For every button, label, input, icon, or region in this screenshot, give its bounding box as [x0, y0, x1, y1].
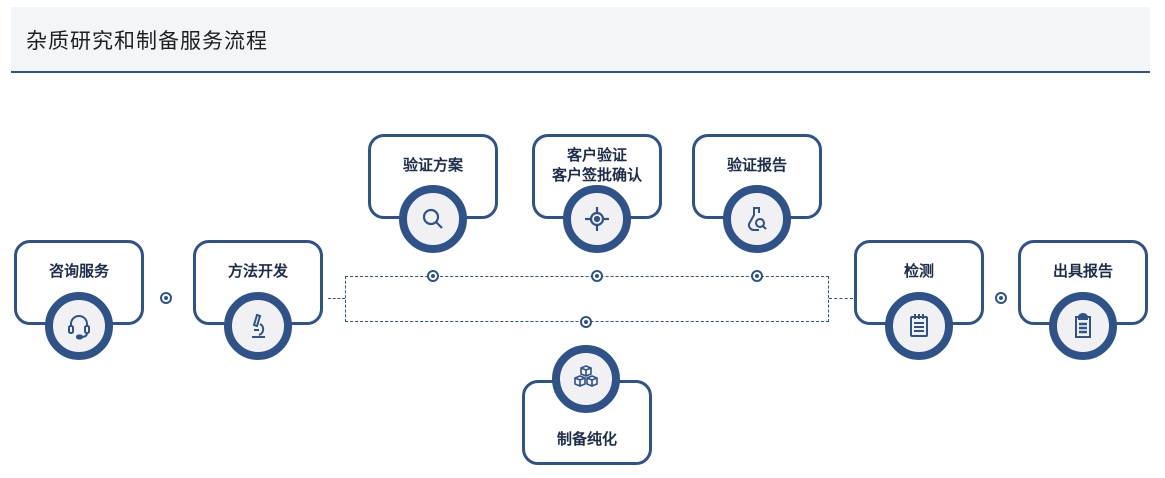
- search-icon: [422, 208, 443, 229]
- step-label: 出具报告: [1052, 262, 1113, 280]
- connector-right: [829, 298, 853, 299]
- step-final-badge: [1049, 292, 1117, 360]
- step-label: 方法开发: [227, 262, 288, 280]
- step-consult-badge: [45, 292, 113, 360]
- connector-dot: [995, 292, 1007, 304]
- connector-dot: [160, 292, 172, 304]
- headset-icon: [68, 315, 90, 340]
- step-report-badge: [723, 185, 791, 253]
- clipboard-icon: [1075, 313, 1091, 338]
- step-plan-badge: [399, 185, 467, 253]
- step-label: 制备纯化: [556, 430, 617, 448]
- connector-dot: [591, 270, 603, 282]
- step-label: 验证报告: [726, 156, 787, 174]
- step-consult: 咨询服务: [14, 240, 144, 325]
- connector-dot: [580, 316, 592, 328]
- step-label-line1: 客户验证: [566, 146, 627, 164]
- step-final: 出具报告: [1018, 240, 1148, 325]
- step-prep: 制备纯化: [522, 380, 652, 465]
- step-label: 咨询服务: [48, 262, 109, 280]
- step-test-badge: [885, 292, 953, 360]
- connector-left: [328, 298, 345, 299]
- flask-icon: [747, 207, 767, 231]
- step-label-line2: 客户签批确认: [551, 166, 642, 184]
- target-icon: [585, 207, 609, 231]
- step-label: 检测: [903, 262, 934, 280]
- microscope-icon: [252, 313, 265, 338]
- step-client-badge: [563, 185, 631, 253]
- page-title: 杂质研究和制备服务流程: [26, 29, 268, 53]
- notepad-icon: [910, 314, 928, 337]
- boxes-icon: [574, 365, 598, 387]
- step-method-badge: [224, 292, 292, 360]
- connector-dot: [427, 270, 439, 282]
- page-header: 杂质研究和制备服务流程: [11, 7, 1150, 73]
- step-prep-badge: [552, 345, 620, 413]
- connector-dot: [751, 270, 763, 282]
- step-label: 验证方案: [402, 156, 463, 174]
